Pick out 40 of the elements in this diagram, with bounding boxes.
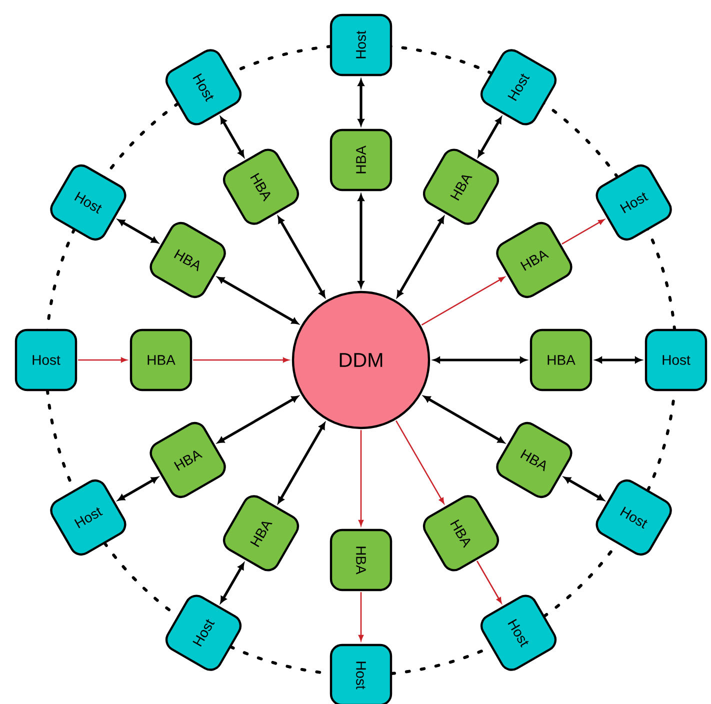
arrow (358, 194, 364, 288)
hba-box: HBA (130, 328, 192, 392)
arrow (396, 216, 444, 298)
arrow (564, 476, 604, 501)
arrow (220, 562, 244, 604)
arrow (396, 420, 444, 504)
host-box: Host (330, 14, 392, 76)
hba-box: HBA (150, 422, 226, 498)
arrow (595, 356, 642, 364)
hba-box: HBA (330, 528, 392, 592)
hba-box: HBA (496, 222, 572, 298)
arrow (217, 396, 298, 444)
arrow (358, 592, 364, 641)
arrow (193, 357, 289, 363)
hba-box: HBA (150, 222, 226, 298)
hba-box: HBA (530, 328, 592, 392)
host-box: Host (644, 328, 708, 392)
host-box: Host (50, 479, 126, 556)
arrow (220, 116, 244, 158)
host-box: Host (50, 164, 126, 241)
arrow (476, 560, 502, 604)
arrow (433, 356, 527, 364)
host-box: Host (596, 164, 672, 241)
arrow (278, 216, 326, 298)
arrow (358, 430, 364, 526)
arrow (118, 219, 158, 244)
arrow (78, 357, 127, 363)
arrow (562, 219, 604, 244)
arrow (424, 396, 505, 444)
arrow (421, 276, 505, 326)
arrow (217, 276, 298, 324)
host-box: Host (330, 644, 392, 704)
host-box: Host (14, 328, 78, 392)
hba-box: HBA (330, 128, 392, 192)
arrow (358, 79, 364, 126)
hba-box: HBA (496, 422, 572, 498)
arrow (118, 476, 158, 501)
arrow (478, 116, 502, 158)
host-box: Host (596, 479, 672, 556)
arrow (278, 422, 326, 504)
